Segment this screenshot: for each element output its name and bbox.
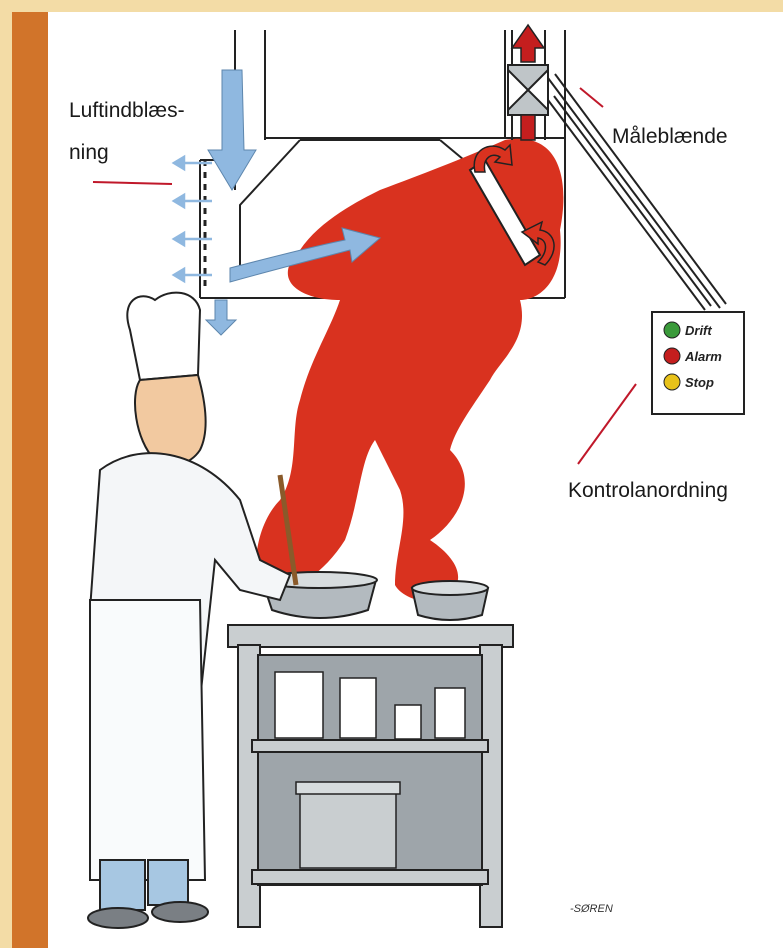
label-air-inlet-line1: Luftindblæs- [69,94,185,128]
sensor-tubes [548,74,726,310]
label-air-inlet-line2: ning [69,136,109,170]
control-box: Drift Alarm Stop [652,312,744,414]
status-text-drift: Drift [685,323,712,338]
status-light-alarm [664,348,680,364]
status-light-drift [664,322,680,338]
smoke-plume [256,139,563,602]
kitchen-table [228,625,513,927]
orifice-symbol [508,65,548,115]
status-text-stop: Stop [685,375,714,390]
status-text-alarm: Alarm [684,349,722,364]
label-control-unit: Kontrolanordning [568,474,728,508]
status-light-stop [664,374,680,390]
artist-signature: -SØREN [570,903,613,915]
label-orifice: Måleblænde [612,120,728,154]
